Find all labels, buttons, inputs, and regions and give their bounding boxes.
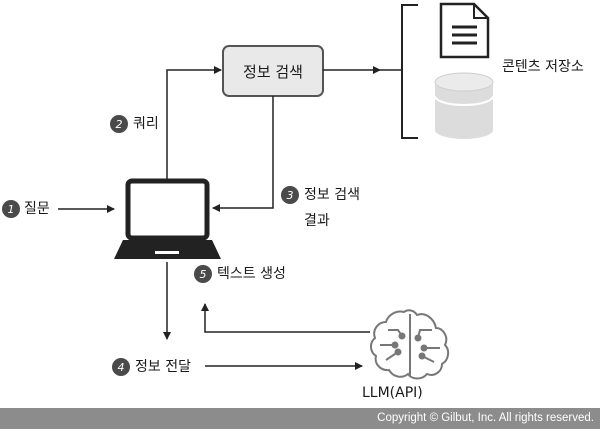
content-store-label: 콘텐츠 저장소	[502, 59, 584, 75]
step-badge-3: 3	[281, 186, 299, 204]
step-badge-4: 4	[112, 358, 130, 376]
laptop-icon	[114, 178, 221, 259]
svg-text:1: 1	[8, 203, 15, 216]
copyright-text: Copyright © Gilbut, Inc. All rights rese…	[377, 412, 594, 424]
step-5-label: 텍스트 생성	[217, 266, 286, 282]
svg-text:3: 3	[287, 189, 294, 202]
step-badge-1: 1	[2, 200, 20, 218]
step-3-label-line2: 결과	[304, 213, 330, 229]
step-2-label: 쿼리	[133, 116, 159, 132]
step-4-label: 정보 전달	[135, 359, 191, 375]
content-store-bracket	[401, 4, 418, 139]
step-badge-5: 5	[194, 265, 212, 283]
llm-brain-icon	[370, 309, 450, 380]
step-1-label: 질문	[24, 201, 50, 217]
svg-text:5: 5	[200, 268, 207, 281]
arrow-query	[166, 66, 222, 180]
document-icon	[439, 2, 490, 59]
arrow-search-result	[212, 96, 274, 212]
step-badge-2: 2	[110, 115, 128, 133]
arrow-generate	[201, 303, 370, 333]
retrieval-box-label: 정보 검색	[243, 62, 303, 81]
svg-text:4: 4	[118, 361, 125, 374]
llm-label: LLM(API)	[362, 385, 423, 401]
copyright-footer: Copyright © Gilbut, Inc. All rights rese…	[0, 408, 600, 429]
svg-text:2: 2	[116, 118, 123, 131]
step-3-label-line1: 정보 검색	[304, 187, 360, 203]
database-icon	[434, 72, 494, 139]
